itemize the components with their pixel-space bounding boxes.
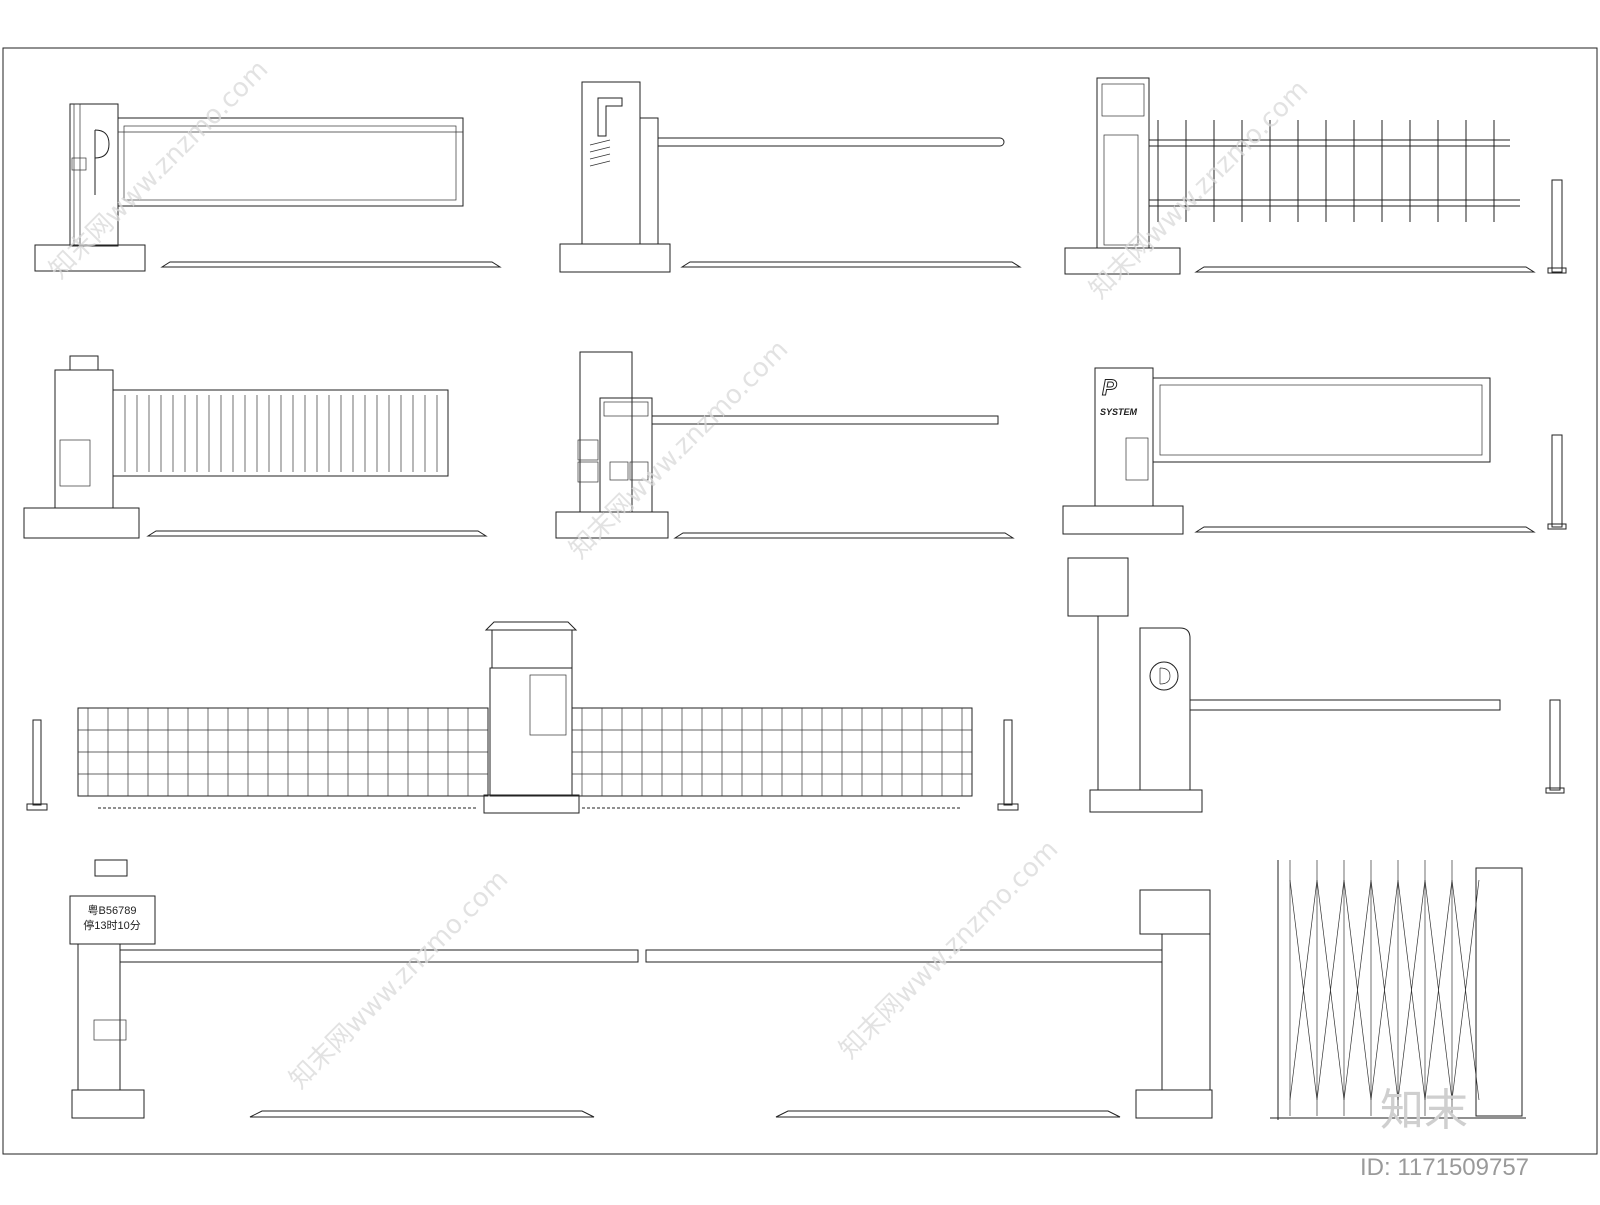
barrier-gate-slat (23, 355, 488, 539)
drawing-stroke (1370, 879, 1399, 1101)
drawing-stroke (1343, 879, 1372, 1101)
p-logo-text: P (1102, 375, 1117, 400)
retractable-folding-gate (1270, 860, 1526, 1120)
drawing-stroke (1451, 879, 1480, 1101)
barrier-gate-p-system: P SYSTEM (1062, 367, 1567, 535)
barrier-gate-kiosk (555, 351, 1015, 539)
watermark-text: 知末网www.znzmo.com (284, 864, 515, 1095)
barrier-gate-box-boom (34, 103, 502, 272)
parking-duration-text: 停13时10分 (83, 918, 140, 932)
drawing-id-label: ID: 1171509757 (1360, 1154, 1529, 1181)
drawing-border (2, 47, 1598, 1155)
barrier-gate-fence (1064, 77, 1567, 275)
plate-number-text: 粤B56789 (88, 903, 137, 917)
drawing-stroke (1424, 879, 1453, 1101)
system-label: SYSTEM (1100, 407, 1138, 417)
barrier-gate-straight-arm (559, 81, 1022, 273)
barrier-gate-round-logo (1067, 557, 1565, 813)
barrier-gate-camera-right (645, 889, 1213, 1119)
drawing-stroke (1316, 879, 1345, 1101)
guard-booth-double-fence (26, 621, 1019, 814)
drawing-stroke (1397, 879, 1426, 1101)
drawing-stroke (1289, 879, 1318, 1101)
barrier-gate-plate-display: 粤B56789 停13时10分 (69, 859, 639, 1119)
watermark-logo: 知末 (1380, 1085, 1468, 1136)
